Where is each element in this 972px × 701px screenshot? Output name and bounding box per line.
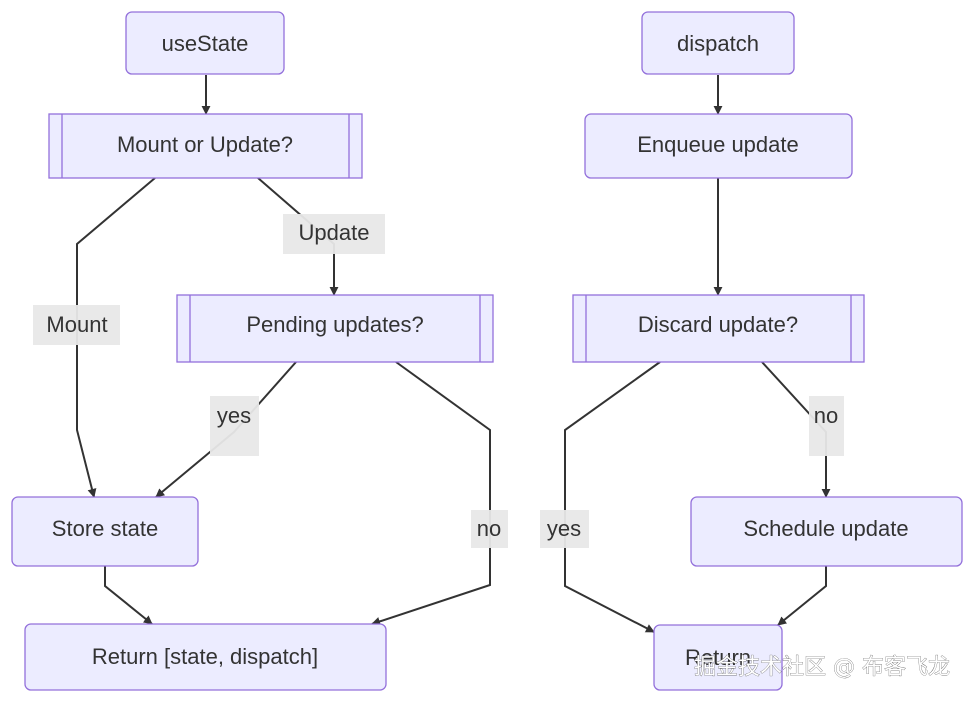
node-return-state-dispatch-label: Return [state, dispatch] (92, 644, 318, 669)
edge-label-update: Update (283, 214, 385, 254)
edge-label-mount-text: Mount (46, 312, 107, 337)
node-enqueue-update-label: Enqueue update (637, 132, 799, 157)
edge-schedule-update-to-return (777, 566, 827, 626)
edge-label-yes-right-text: yes (547, 516, 581, 541)
node-dispatch: dispatch (641, 11, 795, 75)
node-schedule-update-label: Schedule update (743, 516, 908, 541)
node-enqueue-update: Enqueue update (584, 113, 853, 179)
edge-label-mount: Mount (33, 305, 120, 345)
edge-label-no-right-text: no (814, 403, 838, 428)
node-discard-update-label: Discard update? (638, 312, 798, 337)
watermark-text: 掘金技术社区 @ 布客飞龙 (694, 655, 950, 680)
edge-label-yes-right: yes (540, 510, 589, 548)
edge-discard-update-to-return (564, 361, 661, 633)
edge-label-yes-left-text: yes (217, 403, 251, 428)
node-dispatch-label: dispatch (677, 31, 759, 56)
node-usestate-label: useState (162, 31, 249, 56)
node-store-state-label: Store state (52, 516, 158, 541)
node-usestate: useState (125, 11, 285, 75)
node-discard-update: Discard update? (572, 294, 865, 363)
edge-label-no-left: no (471, 510, 508, 548)
node-pending-updates-label: Pending updates? (246, 312, 423, 337)
watermark: 掘金技术社区 @ 布客飞龙 (694, 655, 951, 681)
node-mount-or-update-label: Mount or Update? (117, 132, 293, 157)
edge-label-no-right: no (809, 396, 844, 456)
edge-label-no-left-text: no (477, 516, 501, 541)
edge-store-state-to-return-state-dispatch (104, 566, 153, 625)
node-pending-updates: Pending updates? (176, 294, 494, 363)
node-schedule-update: Schedule update (690, 496, 963, 567)
node-return-state-dispatch: Return [state, dispatch] (24, 623, 387, 691)
node-mount-or-update: Mount or Update? (48, 113, 363, 179)
node-return-label: Return (685, 645, 751, 670)
edge-pending-updates-to-return-state-dispatch (371, 361, 491, 626)
edge-label-update-text: Update (299, 220, 370, 245)
node-store-state: Store state (11, 496, 199, 567)
edge-label-yes-left: yes (210, 396, 259, 456)
node-return: Return (653, 624, 783, 691)
